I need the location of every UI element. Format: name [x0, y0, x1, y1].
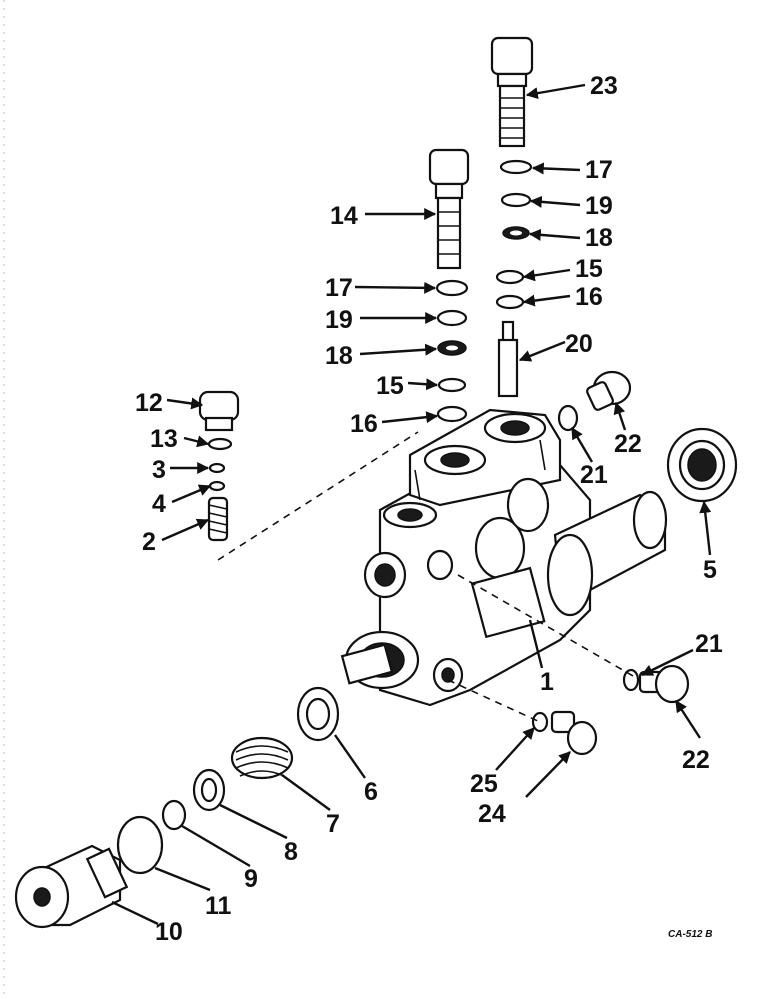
callout-17-lower: 17: [325, 274, 353, 302]
callout-4: 4: [152, 490, 166, 518]
callout-23: 23: [590, 72, 618, 100]
ring-19-upper: [500, 192, 532, 208]
ring-19-lower: [436, 309, 468, 327]
ring-15-lower: [437, 377, 467, 393]
plug-22-lower-part: [638, 664, 690, 704]
ring-16-upper: [495, 294, 525, 310]
callout-22-upper: 22: [614, 430, 642, 458]
assembly-line-plug-22: [457, 574, 641, 681]
callout-14: 14: [330, 202, 358, 230]
callout-7: 7: [326, 810, 340, 838]
callout-6: 6: [364, 778, 378, 806]
washer-8-part: [192, 768, 226, 812]
callout-21-lower: 21: [695, 630, 723, 658]
callout-5: 5: [703, 556, 717, 584]
callout-22-lower: 22: [682, 746, 710, 774]
plug-12-part: [198, 390, 240, 432]
plug-23-part: [490, 36, 534, 148]
callout-18-upper: 18: [585, 224, 613, 252]
callout-24: 24: [478, 800, 506, 828]
callout-11: 11: [205, 892, 232, 920]
ring-15-upper: [495, 269, 525, 285]
ring-25: [531, 711, 549, 733]
assembly-line-plug-24: [447, 679, 541, 723]
ring-21-upper: [557, 404, 579, 432]
callout-21-upper: 21: [580, 461, 608, 489]
plug-22-upper-part: [586, 370, 632, 411]
drawing-code: CA-512 B: [668, 929, 712, 940]
callout-17-upper: 17: [585, 156, 613, 184]
spring-2-part: [207, 496, 229, 542]
plug-14-part: [428, 148, 470, 270]
callout-9: 9: [244, 865, 258, 893]
callout-labels: 23 17 19 18 15 16 20 14 17 19 18 15 16 1…: [135, 72, 723, 946]
pin-20-part: [497, 320, 519, 398]
callout-3: 3: [152, 456, 166, 484]
callout-19-lower: 19: [325, 306, 353, 334]
callout-20: 20: [565, 330, 593, 358]
callout-18-lower: 18: [325, 342, 353, 370]
callout-10: 10: [155, 918, 183, 946]
callout-15-lower: 15: [376, 372, 404, 400]
callout-15-upper: 15: [575, 255, 603, 283]
callout-25: 25: [470, 770, 498, 798]
callout-16-lower: 16: [350, 410, 378, 438]
washer-6-part: [296, 686, 340, 742]
ring-17-upper: [499, 159, 533, 175]
callout-8: 8: [284, 838, 298, 866]
callout-2: 2: [142, 528, 156, 556]
seal-5-part: [666, 427, 738, 503]
plug-24-part: [550, 710, 598, 756]
callout-13: 13: [150, 425, 178, 453]
clip-9-part: [161, 799, 187, 831]
spring-7-part: [230, 736, 294, 780]
leader-lines: [111, 83, 712, 926]
ring-13: [207, 437, 233, 451]
cap-10-part: [14, 844, 129, 929]
seat-4: [208, 480, 226, 492]
ring-17-lower: [435, 279, 469, 297]
callout-1: 1: [540, 668, 554, 696]
assembly-line-relief: [217, 431, 419, 561]
oring-11-part: [116, 815, 164, 875]
ball-3: [208, 462, 226, 474]
ring-16-lower: [436, 405, 468, 423]
callout-19-upper: 19: [585, 192, 613, 220]
valve-body-part: [340, 408, 668, 707]
callout-12: 12: [135, 389, 163, 417]
ring-21-lower: [622, 668, 640, 692]
callout-16-upper: 16: [575, 283, 603, 311]
